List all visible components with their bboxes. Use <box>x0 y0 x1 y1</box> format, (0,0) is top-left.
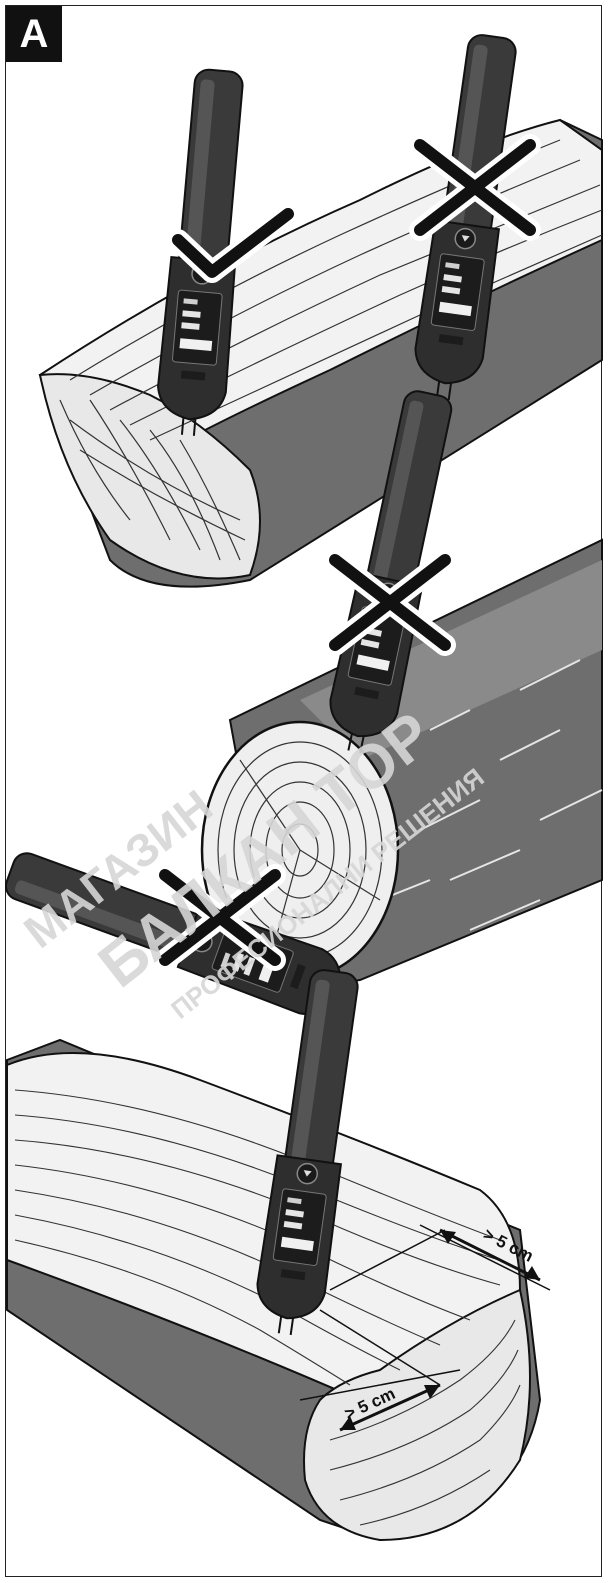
dimension-depth: > 5 cm <box>299 1309 461 1432</box>
log-middle <box>200 538 603 983</box>
figure-label: A <box>6 6 62 62</box>
figure-label-text: A <box>19 11 49 56</box>
checkmark-icon <box>167 203 299 283</box>
log-top <box>38 118 603 588</box>
